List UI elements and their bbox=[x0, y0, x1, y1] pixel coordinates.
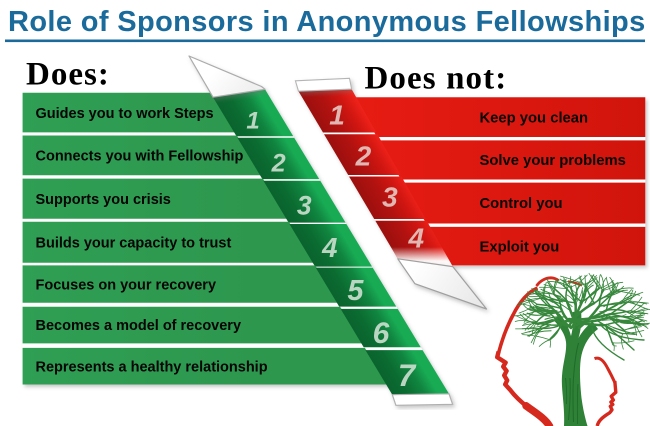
svg-text:Becomes a model of recovery: Becomes a model of recovery bbox=[36, 318, 242, 334]
svg-text:6: 6 bbox=[373, 317, 390, 350]
svg-text:1: 1 bbox=[329, 100, 345, 131]
svg-text:4: 4 bbox=[321, 232, 337, 263]
svg-text:Exploit you: Exploit you bbox=[480, 239, 560, 255]
svg-text:Connects you with Fellowship: Connects you with Fellowship bbox=[36, 149, 244, 165]
svg-text:Does not:: Does not: bbox=[365, 61, 508, 97]
svg-text:5: 5 bbox=[347, 275, 364, 307]
svg-text:Role of Sponsors in Anonymous: Role of Sponsors in Anonymous Fellowship… bbox=[8, 6, 646, 38]
svg-text:2: 2 bbox=[271, 150, 286, 178]
svg-text:Solve your problems: Solve your problems bbox=[480, 153, 626, 169]
svg-text:2: 2 bbox=[355, 141, 372, 172]
svg-text:Represents a healthy relations: Represents a healthy relationship bbox=[36, 359, 268, 375]
svg-text:1: 1 bbox=[246, 108, 259, 135]
svg-text:Does:: Does: bbox=[26, 57, 110, 93]
svg-text:Guides you to work Steps: Guides you to work Steps bbox=[36, 106, 214, 122]
svg-text:Keep you clean: Keep you clean bbox=[480, 110, 589, 126]
svg-text:7: 7 bbox=[398, 358, 417, 393]
svg-text:3: 3 bbox=[297, 190, 312, 220]
svg-text:Supports you crisis: Supports you crisis bbox=[36, 192, 171, 208]
svg-text:4: 4 bbox=[408, 222, 425, 253]
svg-text:Builds your capacity to trust: Builds your capacity to trust bbox=[36, 236, 232, 252]
svg-text:3: 3 bbox=[382, 181, 398, 212]
svg-text:Focuses on your recovery: Focuses on your recovery bbox=[36, 277, 217, 293]
svg-text:Control you: Control you bbox=[480, 196, 563, 212]
